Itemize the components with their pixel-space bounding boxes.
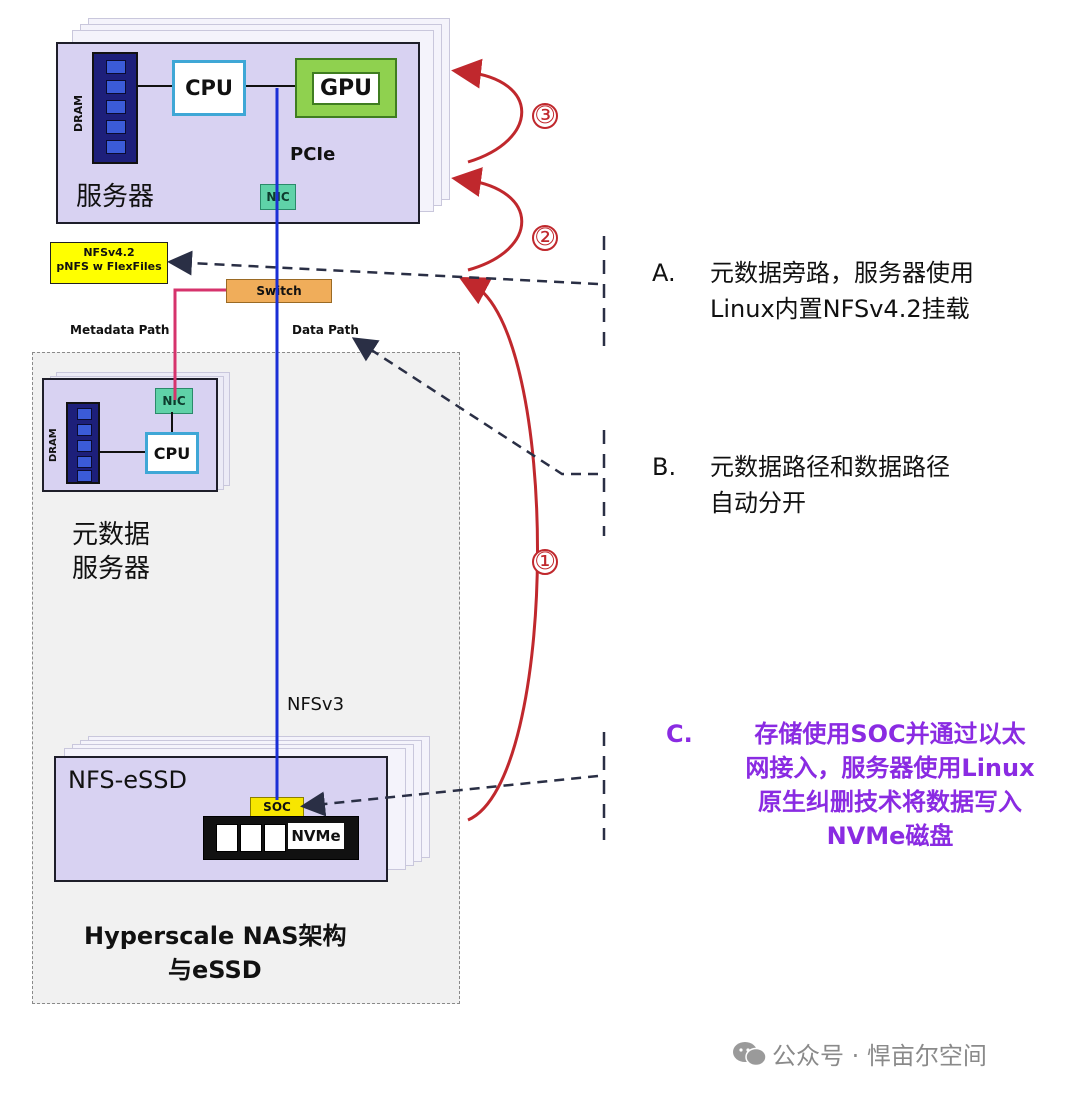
pcie-label: PCIe — [290, 144, 336, 165]
watermark-text: 公众号 · 悍亩尔空间 — [772, 1042, 987, 1070]
top-server-label: 服务器 — [76, 182, 155, 212]
note-c-marker: C. — [666, 720, 693, 748]
nfs-tag-line1: NFSv4.2 — [83, 246, 135, 259]
step3-number: ③ — [534, 101, 556, 129]
nvme-label: NVMe — [288, 823, 344, 849]
step2-number: ② — [534, 223, 556, 251]
metadata-cpu-label: CPU — [153, 443, 191, 463]
metadata-dram-icon — [66, 402, 100, 484]
note-a-line2: Linux内置NFSv4.2挂载 — [710, 295, 970, 323]
note-b-line2: 自动分开 — [710, 489, 806, 517]
metadata-nic: NIC — [155, 388, 193, 414]
gpu-label: GPU — [311, 71, 381, 105]
metadata-path-label: Metadata Path — [70, 323, 170, 337]
step1-arrow — [458, 276, 539, 822]
cpu-chip: CPU — [172, 60, 246, 116]
metadata-dram-label: DRAM — [48, 428, 59, 462]
metadata-cpu-chip: CPU — [145, 432, 199, 474]
step3-arrow — [451, 58, 524, 164]
wechat-icon — [732, 1040, 768, 1068]
note-a-line1: 元数据旁路，服务器使用 — [710, 259, 974, 287]
nas-title-line1: Hyperscale NAS架构 — [84, 922, 347, 950]
step1-number: ① — [534, 547, 556, 575]
gpu-chip: GPU — [295, 58, 397, 118]
note-a-marker: A. — [652, 259, 676, 287]
note-c-line3: 原生纠删技术将数据写入 — [758, 788, 1022, 816]
nas-title-line2: 与eSSD — [168, 956, 262, 984]
step2-arrow — [451, 167, 524, 272]
note-b-line1: 元数据路径和数据路径 — [710, 453, 950, 481]
dram-module-icon — [92, 52, 138, 164]
metadata-server-label-1: 元数据 — [72, 520, 151, 550]
metadata-server-label-2: 服务器 — [72, 554, 151, 584]
note-c-line4: NVMe磁盘 — [826, 822, 954, 850]
data-path-label: Data Path — [292, 323, 359, 337]
dram-label: DRAM — [72, 94, 85, 132]
nfs-tag-line2: pNFS w FlexFiles — [56, 260, 162, 273]
note-c-line1: 存储使用SOC并通过以太 — [754, 720, 1026, 748]
soc-chip: SOC — [250, 797, 304, 817]
essd-label: NFS-eSSD — [68, 766, 187, 794]
cpu-label: CPU — [185, 76, 233, 100]
note-b-marker: B. — [652, 453, 677, 481]
nfsv3-label: NFSv3 — [287, 694, 345, 715]
top-nic: NIC — [260, 184, 296, 210]
network-switch: Switch — [226, 279, 332, 303]
nfs-version-tag: NFSv4.2 pNFS w FlexFiles — [50, 242, 168, 284]
note-c-line2: 网接入，服务器使用Linux — [745, 754, 1035, 782]
